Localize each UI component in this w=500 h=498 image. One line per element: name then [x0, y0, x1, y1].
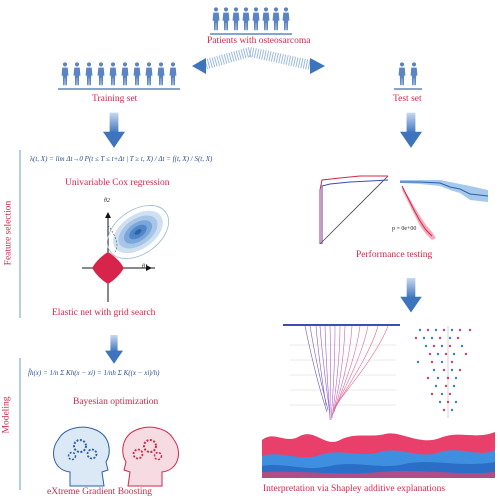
test-set-people — [398, 62, 418, 86]
shap-force-plot — [262, 432, 495, 478]
test-set-label: Test set — [393, 94, 422, 104]
cox-label: Univariable Cox regression — [65, 178, 170, 188]
split-arrow — [192, 47, 325, 74]
p-value-label: p = 0e+00 — [392, 226, 417, 232]
kde-formula: f̂h(x) = 1/n Σ Kh(x − xi) = 1/nh Σ K((x … — [28, 369, 160, 377]
arrow-performance-to-shap — [400, 278, 422, 313]
elastic-net-label: Elastic net with grid search — [52, 308, 156, 318]
training-set-people — [61, 62, 177, 86]
performance-label: Performance testing — [356, 250, 433, 260]
xgboost-head-blue — [53, 426, 110, 487]
hazard-formula: λ(t, X) = lim Δt→0 P(t ≤ T ≤ t+Δt | T ≥ … — [30, 155, 213, 163]
arrow-training-to-cox — [103, 112, 125, 148]
xgboost-head-red — [122, 426, 179, 487]
arrow-test-to-performance — [400, 112, 422, 148]
theta2-label: θ2 — [104, 198, 110, 204]
elastic-net-plot — [82, 205, 169, 302]
performance-plot — [319, 175, 489, 245]
bayesian-label: Bayesian optimization — [73, 397, 159, 407]
xgboost-label: eXtreme Gradient Boosting — [47, 487, 153, 497]
shap-dependence-plot — [283, 324, 400, 421]
shap-beeswarm-plot — [414, 326, 472, 418]
modeling-section: Modeling — [1, 396, 12, 434]
shap-label: Interpretation via Shapley additive expl… — [263, 484, 446, 494]
patients-group-top — [212, 7, 290, 31]
theta1-label: θ1 — [142, 264, 148, 270]
training-set-label: Training set — [92, 94, 138, 104]
arrow-elastic-to-bayes — [105, 335, 123, 364]
patients-label: Patients with osteosarcoma — [207, 36, 311, 46]
feature-selection-section: Feature selection — [3, 200, 14, 266]
beeswarm-points — [414, 328, 472, 412]
